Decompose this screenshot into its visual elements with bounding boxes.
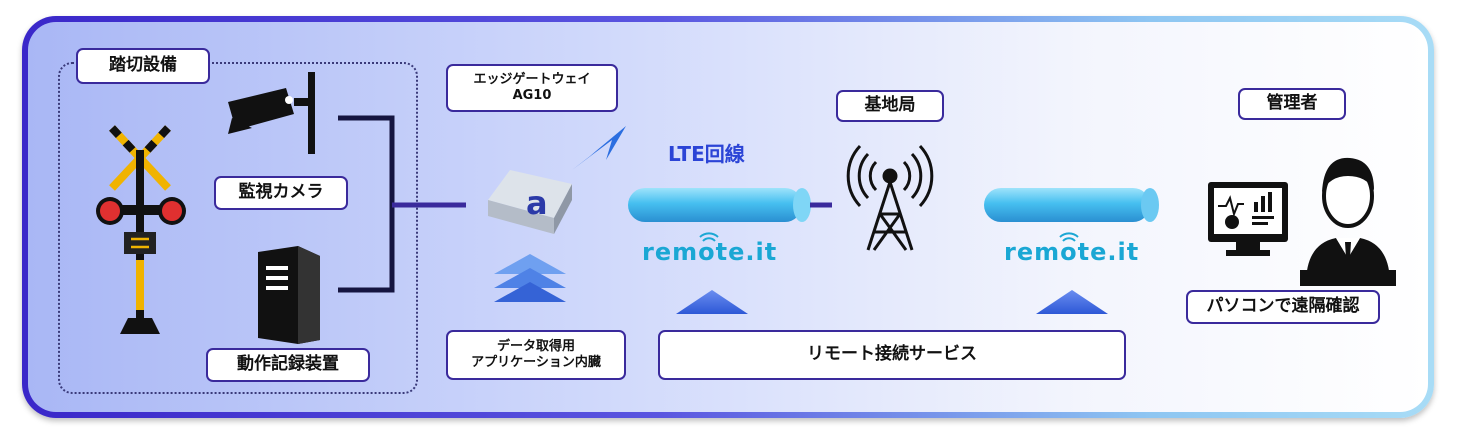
railroad-equipment-group — [58, 62, 418, 394]
railroad-crossing-icon — [96, 125, 186, 334]
group-title-label: 踏切設備 — [76, 48, 210, 84]
upload-arrows-icon — [494, 254, 566, 302]
server-tower-icon — [258, 246, 320, 344]
lte-line-label: LTE回線 — [668, 142, 745, 166]
remoteit-logo-right: remote.it — [1004, 238, 1140, 266]
monitor-dashboard-icon — [1208, 182, 1288, 256]
pc-remote-check-label: パソコンで遠隔確認 — [1186, 290, 1380, 324]
equipment-connector-lines — [338, 115, 466, 293]
remoteit-signal-icons — [699, 232, 1079, 242]
administrator-person-icon — [1300, 157, 1396, 286]
admin-label: 管理者 — [1238, 88, 1346, 120]
security-camera-icon — [228, 72, 315, 154]
lte-connection-lines — [596, 188, 1186, 222]
app-label: データ取得用 アプリケーション内臓 — [446, 330, 626, 380]
cell-tower-icon — [846, 144, 934, 251]
base-station-label: 基地局 — [836, 90, 944, 122]
recorder-label: 動作記録装置 — [206, 348, 370, 382]
edge-gateway-device-icon: a — [488, 126, 626, 234]
up-arrow-icon — [1036, 290, 1108, 314]
remote-service-label: リモート接続サービス — [658, 330, 1126, 380]
svg-text:a: a — [526, 184, 548, 222]
gateway-label: エッジゲートウェイ AG10 — [446, 64, 618, 112]
up-arrow-icon — [676, 290, 748, 314]
camera-label: 監視カメラ — [214, 176, 348, 210]
remoteit-logo-left: remote.it — [642, 238, 778, 266]
